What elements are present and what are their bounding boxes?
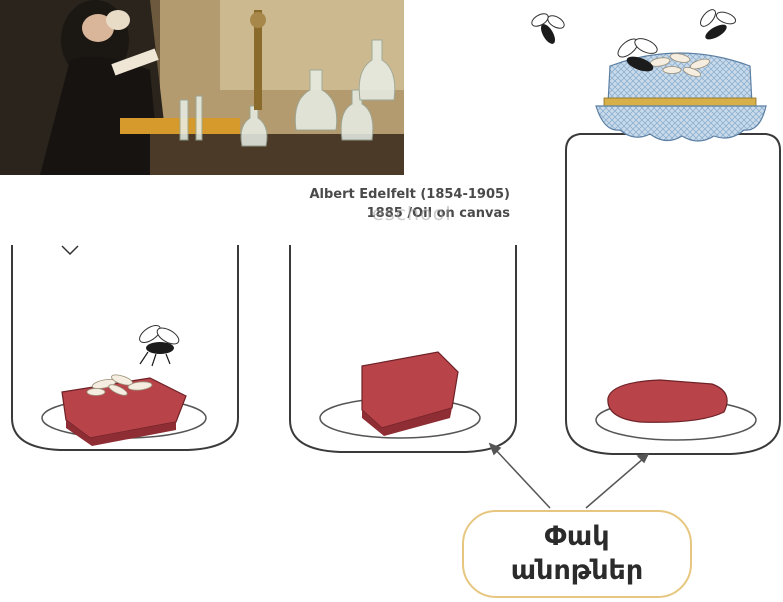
gauze-cover — [596, 53, 766, 141]
jar-covered — [530, 7, 780, 454]
jar-open — [12, 245, 238, 450]
pasteur-painting — [0, 0, 404, 175]
fly-icon — [530, 11, 567, 46]
fly-icon — [137, 322, 182, 366]
meat — [608, 380, 727, 422]
caption-artist: Albert Edelfelt (1854-1905) — [230, 185, 510, 204]
fly-icon — [62, 246, 78, 254]
fly-icon — [698, 7, 737, 42]
closed-vessels-callout: Փակ անոթներ — [462, 510, 692, 598]
painting-caption: Albert Edelfelt (1854-1905) 1885 /Oil on… — [230, 185, 510, 223]
painting-image — [0, 0, 404, 175]
jar-gauze — [290, 245, 516, 452]
callout-line-2: անոթներ — [511, 554, 643, 588]
callout-line-1: Փակ — [544, 520, 609, 554]
watermark: eschool — [372, 203, 452, 225]
meat — [62, 378, 186, 446]
caption-date-medium: 1885 /Oil on canvas — [230, 204, 510, 223]
